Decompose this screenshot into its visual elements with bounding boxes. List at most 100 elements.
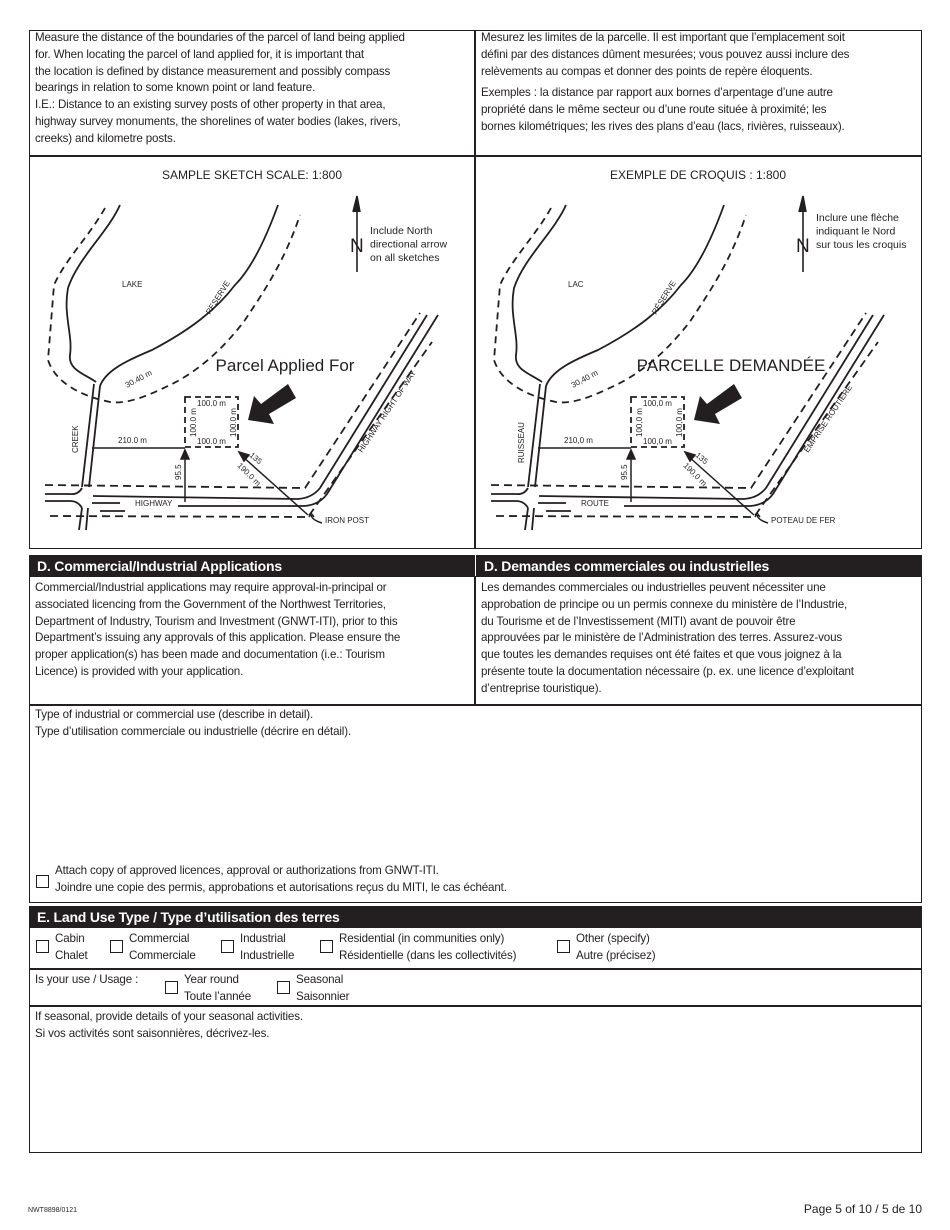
attach-licence-label: Attach copy of approved licences, approv… — [55, 863, 507, 897]
other-label: Other (specify) Autre (précisez) — [576, 931, 656, 964]
attach-label-en: Attach copy of approved licences, approv… — [55, 864, 439, 877]
text-line: Licence) is provided with your applicati… — [35, 664, 244, 678]
iron-post-icon — [754, 511, 769, 524]
text-line: bearings in relation to some known point… — [35, 81, 316, 95]
label-fr: Commerciale — [129, 948, 196, 962]
text-line: I.E.: Distance to an existing survey pos… — [35, 98, 386, 112]
highway — [490, 312, 885, 531]
parcel-boundary — [184, 396, 239, 448]
text-line: Mesurez les limites de la parcelle. Il e… — [481, 31, 845, 44]
text-line: que toutes les demandes requises ont été… — [481, 648, 842, 662]
other-checkbox[interactable] — [557, 940, 570, 953]
parcel-side-right: 100.0 m — [229, 408, 238, 437]
label-en: Other (specify) — [576, 932, 650, 945]
year-round-checkbox[interactable] — [165, 981, 178, 994]
highway — [44, 312, 439, 531]
text-line: creeks) and kilometre posts. — [35, 131, 176, 145]
label-en: Industrial — [240, 932, 286, 945]
parcel-label: PARCELLE DEMANDÉE — [637, 356, 826, 375]
seasonal-label-fr: Si vos activités sont saisonnières, décr… — [35, 1026, 270, 1040]
seasonal-checkbox[interactable] — [277, 981, 290, 994]
text-line: Department’s issuing any approvals of th… — [35, 631, 401, 645]
use-type-label-fr: Type d’utilisation commerciale ou indust… — [35, 724, 352, 738]
label-fr: Toute l’année — [184, 989, 252, 1003]
north-note-line: indiquant le Nord — [816, 226, 896, 238]
parcel-boundary — [630, 396, 685, 448]
intro-fr: Mesurez les limites de la parcelle. Il e… — [481, 30, 849, 136]
highway-distance-arrow — [625, 448, 637, 502]
seasonal-details-field[interactable] — [33, 1045, 917, 1149]
sample-sketch-en: SAMPLE SKETCH SCALE: 1:800 N Include Nor… — [44, 168, 447, 531]
section-d-header-en: D. Commercial/Industrial Applications — [29, 555, 475, 577]
north-arrow-icon — [352, 195, 361, 272]
label-en: Seasonal — [296, 973, 344, 986]
text-line: approuvées par le ministère de l’Adminis… — [481, 631, 843, 645]
attach-licence-checkbox[interactable] — [36, 875, 49, 888]
creek-label: RUISSEAU — [517, 422, 526, 463]
iron-post-label: POTEAU DE FER — [771, 516, 836, 525]
parcel-label: Parcel Applied For — [216, 356, 355, 375]
text-line: bornes kilométriques; les rives des plan… — [481, 119, 845, 133]
sample-sketch-fr: EXEMPLE DE CROQUIS : 1:800 N Inclure une… — [490, 168, 906, 531]
creek-label: CREEK — [71, 425, 80, 453]
section-d-text-fr: Les demandes commerciales ou industriell… — [481, 580, 854, 698]
intro-en: Measure the distance of the boundaries o… — [35, 30, 405, 148]
text-line: Commercial/Industrial applications may r… — [35, 581, 387, 594]
residential-label: Residential (in communities only) Résiden… — [339, 931, 516, 964]
north-arrow-icon — [798, 195, 807, 272]
text-line: d’entreprise touristique). — [481, 681, 602, 695]
right-of-way-label: EMPRISE ROUTIÈRE — [802, 383, 854, 454]
text-line: Measure the distance of the boundaries o… — [35, 31, 405, 44]
label-fr: Résidentielle (dans les collectivités) — [339, 948, 517, 962]
creek-distance-label: 210.0 m — [118, 436, 147, 445]
north-note-line: sur tous les croquis — [816, 239, 906, 251]
use-type-label-en: Type of industrial or commercial use (de… — [35, 708, 314, 721]
text-line: défini par des distances dûment mesurées… — [481, 47, 850, 61]
residential-checkbox[interactable] — [320, 940, 333, 953]
usage-label: Is your use / Usage : — [35, 973, 139, 986]
label-fr: Saisonnier — [296, 989, 350, 1003]
text-line: du Tourisme et de l’Investissement (MITI… — [481, 614, 796, 628]
text-line: proper application(s) has been made and … — [35, 648, 385, 662]
cabin-checkbox[interactable] — [36, 940, 49, 953]
label-en: Residential (in communities only) — [339, 932, 505, 945]
attach-label-fr: Joindre une copie des permis, approbatio… — [55, 880, 507, 894]
use-type-label: Type of industrial or commercial use (de… — [35, 707, 351, 741]
seasonal-details-label: If seasonal, provide details of your sea… — [35, 1009, 303, 1043]
text-line: highway survey monuments, the shorelines… — [35, 114, 401, 128]
use-type-field[interactable] — [33, 742, 917, 860]
reserve-boundary — [493, 207, 747, 404]
text-line: the location is defined by distance meas… — [35, 64, 391, 78]
divider — [474, 576, 476, 705]
text-line: Exemples : la distance par rapport aux b… — [481, 86, 833, 100]
highway-label: HIGHWAY — [135, 499, 173, 508]
parcel-side-top: 100,0 m — [643, 399, 672, 408]
iron-post-label: IRON POST — [325, 516, 369, 525]
page-number: Page 5 of 10 / 5 de 10 — [803, 1202, 922, 1216]
parcel-pointer-arrow — [694, 384, 742, 424]
seasonal-label-en: If seasonal, provide details of your sea… — [35, 1010, 303, 1023]
highway-distance-label: 95.5 — [620, 464, 629, 480]
sketch-title: SAMPLE SKETCH SCALE: 1:800 — [162, 168, 342, 182]
section-e-body — [29, 927, 922, 1153]
highway-label: ROUTE — [581, 499, 609, 508]
creek-distance-label: 210,0 m — [564, 436, 593, 445]
reserve-label: RÉSERVE — [650, 279, 678, 316]
highway-distance-label: 95.5 — [174, 464, 183, 480]
north-note-line: Inclure une flèche — [816, 212, 899, 224]
commercial-checkbox[interactable] — [110, 940, 123, 953]
text-line: Les demandes commerciales ou industriell… — [481, 581, 826, 594]
right-of-way-label: HIGHWAY RIGHT OF WAY — [356, 368, 418, 454]
text-line: présente toute la documentation nécessai… — [481, 664, 854, 678]
iron-post-icon — [308, 511, 323, 524]
industrial-checkbox[interactable] — [221, 940, 234, 953]
label-fr: Autre (précisez) — [576, 948, 656, 962]
parcel-side-left: 100,0 m — [635, 408, 644, 437]
text-line: Department of Industry, Tourism and Inve… — [35, 614, 398, 628]
divider — [474, 30, 476, 549]
